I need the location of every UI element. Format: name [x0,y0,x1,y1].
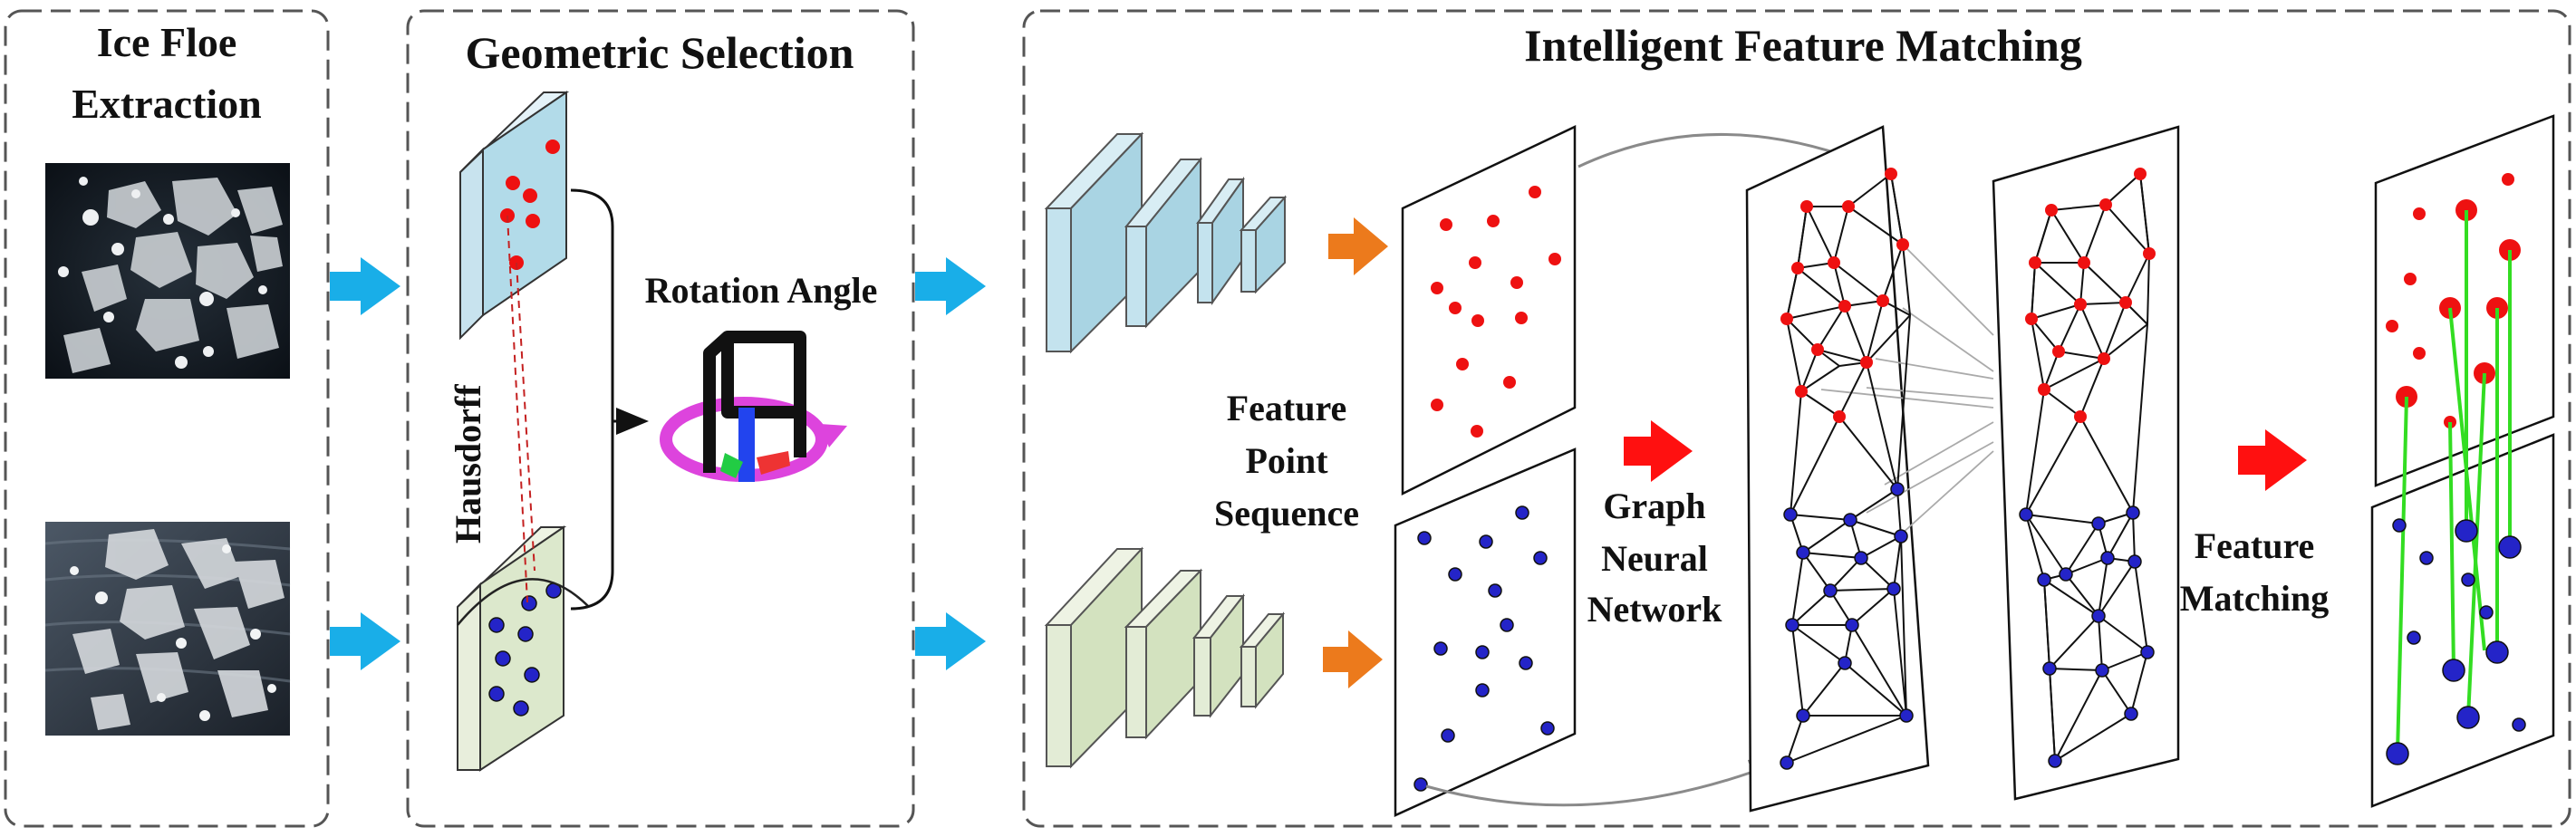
rotation-label: Rotation Angle [645,270,878,311]
extraction-title-line2: Extraction [72,81,262,127]
prism-bottom [457,525,567,772]
ice-floe-image-bottom [44,522,291,736]
graph-right-edges [2024,173,2151,763]
panel-extraction [4,9,330,828]
match-lines [2396,210,2512,755]
hausdorff-lines [507,215,535,603]
graph-correspondence-lines [1820,244,1994,535]
feature-point-line1: Feature [1227,388,1347,428]
prism-top [459,91,570,341]
fm-line1: Feature [2195,525,2315,566]
matched-blue-points [2386,518,2526,765]
gnn-line2: Neural [1601,538,1708,579]
selection-bracket [570,188,614,611]
panel-matching [1022,9,2571,828]
panel-selection [406,9,915,828]
rotation-axes-icon [660,331,847,482]
gnn-line1: Graph [1603,486,1705,526]
flow-arrow-icon [330,257,986,670]
feature-point-line3: Sequence [1214,493,1359,534]
fm-line2: Matching [2180,578,2329,619]
hausdorff-label: Hausdorff [448,384,488,544]
graph-right-red-nodes [2025,168,2156,423]
feature-point-line2: Point [1245,440,1328,481]
graph-panel-right [1992,125,2180,801]
feature-panel-top [1401,125,1577,496]
matching-title: Intelligent Feature Matching [1524,20,2082,71]
selection-title: Geometric Selection [466,27,854,78]
ice-floe-image-top [45,163,290,379]
gnn-line3: Network [1587,589,1723,630]
blue-points-prism [488,582,562,717]
cnn-block-icon-top [1044,131,1288,354]
graph-right-blue-nodes [2019,505,2155,768]
graph-left-blue-nodes [1780,482,1914,770]
hausdorff-arc [457,578,590,626]
curve-arrow-bottom [1425,759,1783,807]
graph-left-red-nodes [1780,168,1909,423]
stage-arrow-icon [1624,420,2307,491]
red-points-prism [500,140,560,270]
graph-left-edges [1785,173,1912,765]
cnn-arrow-icon [1323,217,1388,688]
cnn-block-icon-bottom [1044,546,1286,769]
feature-panel-bottom [1394,447,1577,817]
extraction-title-line1: Ice Floe [97,19,237,65]
